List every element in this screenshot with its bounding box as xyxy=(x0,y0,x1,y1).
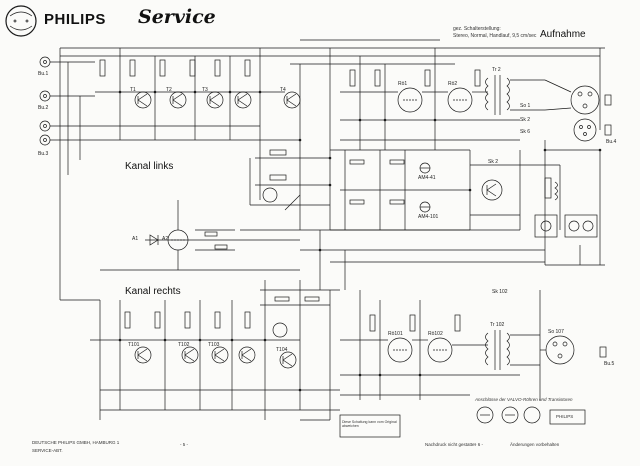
tube-label: Rö101 xyxy=(388,331,403,337)
connector-label-bu4: Bu.4 xyxy=(606,139,617,145)
connector-label-bu3: Bu.3 xyxy=(38,151,49,157)
switch-label: Sk 6 xyxy=(520,129,531,135)
page-number-left: - 5 - xyxy=(180,442,189,447)
philips-badge: PHILIPS xyxy=(556,414,574,419)
footer-department: SERVICE-ABT. xyxy=(32,448,63,453)
diode-label: A1 xyxy=(132,236,139,242)
connector-label-bu1: Bu.1 xyxy=(38,71,49,77)
transformer-label: Tr 2 xyxy=(492,67,501,73)
indicator-label: AM4-41 xyxy=(418,175,436,181)
transistor-label: T104 xyxy=(276,347,288,353)
page-title: Aufnahme xyxy=(540,29,586,40)
transformer-label: Tr 102 xyxy=(490,322,505,328)
connector-label-bu2: Bu.2 xyxy=(38,105,49,111)
pinout-caption: Anschlüsse der VALVO-Röhren und Transist… xyxy=(475,397,573,402)
brand-name: PHILIPS xyxy=(44,11,106,28)
switch-label: Sk 102 xyxy=(492,289,508,295)
transistor-label: T1 xyxy=(130,87,136,93)
socket-label: So 1 xyxy=(520,103,531,109)
socket-label: So 107 xyxy=(548,329,564,335)
diode-label: A2 xyxy=(162,236,169,242)
transistor-label: T3 xyxy=(202,87,208,93)
section-label-right: Kanal rechts xyxy=(124,286,182,297)
brand-service: Service xyxy=(138,6,216,28)
footer-change-note: Änderungen vorbehalten xyxy=(510,442,560,447)
section-label-left: Kanal links xyxy=(124,161,175,172)
switch-label: Sk 2 xyxy=(520,117,531,123)
transistor-label: T103 xyxy=(208,342,220,348)
mode-caption: Stereo, Normal, Handlauf, 9,5 cm/sec xyxy=(453,33,537,39)
page-number-right: - 6 - xyxy=(475,442,484,447)
transistor-label: T4 xyxy=(280,87,286,93)
transistor-label: T101 xyxy=(128,342,140,348)
switch-label: Sk 2 xyxy=(488,159,499,165)
tube-label: Rö102 xyxy=(428,331,443,337)
transistor-label: T102 xyxy=(178,342,190,348)
footer-company: DEUTSCHE PHILIPS GMBH, HAMBURG 1 xyxy=(32,440,120,445)
switch-position-caption: gez. Schalterstellung: xyxy=(453,26,501,32)
footer-reprint-note: Nachdruck nicht gestattet xyxy=(425,442,476,447)
transistor-label: T2 xyxy=(166,87,172,93)
indicator-label: AM4-101 xyxy=(418,214,439,220)
footer-note-box: Diese Schaltung kann vom Original abweic… xyxy=(342,420,397,429)
connector-label-bu5: Bu.5 xyxy=(604,361,615,367)
tube-label: Rö1 xyxy=(398,81,408,87)
tube-label: Rö2 xyxy=(448,81,458,87)
